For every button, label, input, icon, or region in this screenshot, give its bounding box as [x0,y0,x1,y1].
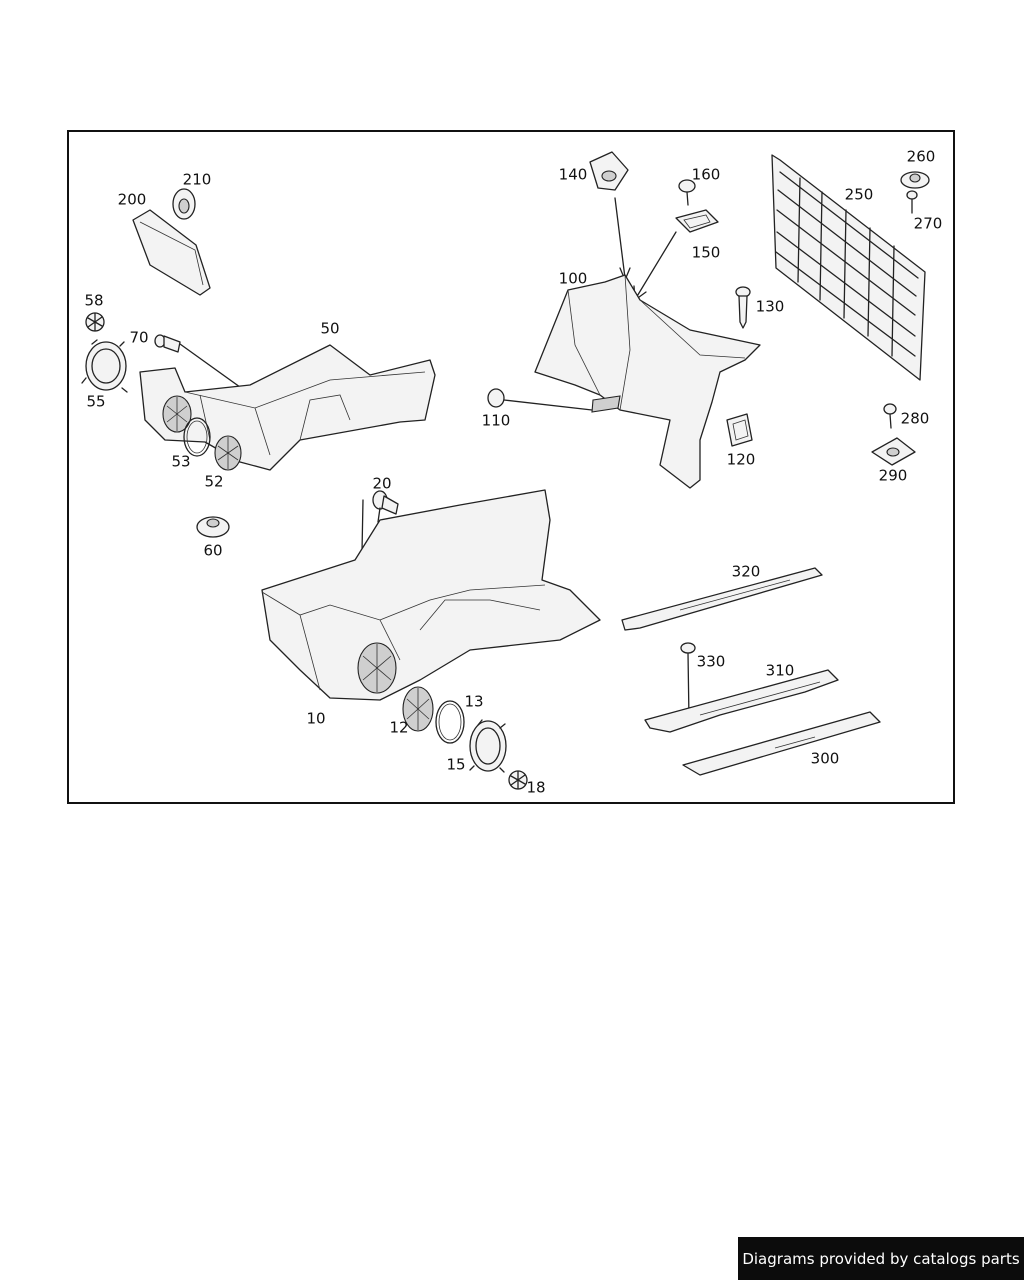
part-270-screw[interactable] [906,190,918,214]
part-160-screw[interactable] [678,179,696,206]
part-290-bracket[interactable] [871,437,916,466]
footer-banner: Diagrams provided by catalogs parts [738,1237,1024,1280]
part-20-clip[interactable] [361,490,399,553]
part-label-320: 320 [731,562,761,581]
part-label-260: 260 [906,147,936,166]
part-label-120: 120 [726,450,756,469]
part-280-screw[interactable] [883,403,897,429]
part-300-sill-plate[interactable] [682,711,881,776]
part-53-ring[interactable] [183,417,211,457]
part-label-18: 18 [526,778,546,797]
part-label-70: 70 [129,328,149,347]
part-58-clip[interactable] [85,312,105,332]
part-110-cap[interactable] [487,388,593,411]
part-label-280: 280 [900,409,930,428]
part-210-washer[interactable] [172,188,196,220]
part-label-55: 55 [86,392,106,411]
part-120-bracket[interactable] [726,413,753,447]
part-140-cover[interactable] [589,151,631,281]
part-label-20: 20 [372,474,392,493]
part-label-53: 53 [171,452,191,471]
part-52-grille[interactable] [214,435,242,471]
part-13-ring[interactable] [435,700,465,744]
part-130-clip[interactable] [735,286,751,329]
part-label-110: 110 [481,411,511,430]
part-label-58: 58 [84,291,104,310]
part-label-310: 310 [765,661,795,680]
part-label-52: 52 [204,472,224,491]
part-label-150: 150 [691,243,721,262]
part-260-nut[interactable] [900,171,930,189]
part-320-sill-strip[interactable] [621,567,823,631]
part-label-100: 100 [558,269,588,288]
part-label-130: 130 [755,297,785,316]
part-label-210: 210 [182,170,212,189]
part-label-300: 300 [810,749,840,768]
part-200-panel[interactable] [132,209,211,296]
part-310-rail[interactable] [644,669,839,733]
part-label-330: 330 [696,652,726,671]
part-55-speaker-ring[interactable] [81,339,128,393]
part-label-290: 290 [878,466,908,485]
part-label-10: 10 [306,709,326,728]
part-label-50: 50 [320,319,340,338]
part-150-bracket[interactable] [633,209,719,301]
part-50-side-panel[interactable] [139,344,436,471]
part-label-15: 15 [446,755,466,774]
part-label-250: 250 [844,185,874,204]
part-label-12: 12 [389,718,409,737]
part-label-140: 140 [558,165,588,184]
part-label-60: 60 [203,541,223,560]
part-label-160: 160 [691,165,721,184]
part-label-13: 13 [464,692,484,711]
part-15-speaker-ring[interactable] [469,719,507,773]
part-10-side-panel[interactable] [261,489,601,701]
part-label-200: 200 [117,190,147,209]
part-250-cargo-net[interactable] [771,154,926,381]
part-12-grille[interactable] [402,686,434,732]
part-label-270: 270 [913,214,943,233]
part-18-clip[interactable] [508,770,528,790]
part-100-trim[interactable] [534,274,761,489]
part-60-push-nut[interactable] [196,516,230,538]
